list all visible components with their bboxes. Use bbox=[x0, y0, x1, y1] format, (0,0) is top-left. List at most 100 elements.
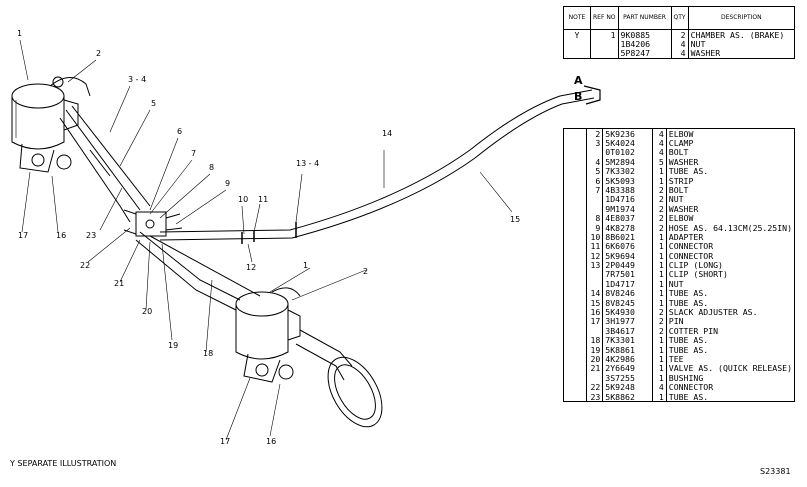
cell-desc: BOLT bbox=[665, 147, 796, 158]
cell-desc: CLIP (LONG) bbox=[665, 260, 796, 270]
tube-5-23 bbox=[59, 105, 151, 223]
cell-part: 7R7501 bbox=[602, 269, 653, 280]
cell-note bbox=[563, 232, 587, 242]
leader-lines bbox=[19, 39, 513, 441]
col-qty: QTY bbox=[670, 6, 689, 30]
callout-5: 5 bbox=[151, 99, 156, 108]
cell-ref: 20 bbox=[585, 354, 604, 364]
callout-8: 8 bbox=[209, 163, 214, 172]
cell-note bbox=[563, 138, 587, 148]
col-part-number: PART NUMBER bbox=[617, 6, 672, 30]
cell-ref: 11 bbox=[585, 241, 604, 252]
cell-note bbox=[563, 269, 587, 280]
callout-12: 12 bbox=[246, 263, 256, 272]
callout-1: 1 bbox=[17, 29, 22, 38]
cell-ref: 1 bbox=[590, 29, 619, 40]
cell-ref: 10 bbox=[585, 232, 604, 242]
cell-note bbox=[563, 39, 591, 49]
cell-desc: SLACK ADJUSTER AS. bbox=[665, 307, 796, 317]
cell-part: 0T0102 bbox=[602, 147, 653, 158]
cell-desc: WASHER bbox=[665, 204, 796, 214]
col-note: NOTE bbox=[563, 6, 591, 30]
cell-part: 4K2986 bbox=[602, 354, 653, 364]
cell-ref: 17 bbox=[585, 316, 604, 327]
cell-part: 1D4716 bbox=[602, 194, 653, 205]
cell-desc: TUBE AS. bbox=[665, 391, 796, 402]
drawing-id: S23381 bbox=[760, 467, 791, 476]
cell-part: 5P8247 bbox=[617, 48, 672, 59]
cell-qty: 1 bbox=[651, 335, 667, 345]
cell-part: 6K6076 bbox=[602, 241, 653, 252]
cell-ref bbox=[585, 279, 604, 289]
cell-qty: 4 bbox=[651, 128, 667, 139]
cell-ref: 4 bbox=[585, 157, 604, 167]
cell-ref bbox=[590, 48, 619, 59]
callout-17-lower: 17 bbox=[220, 437, 230, 446]
callout-16-lower: 16 bbox=[266, 437, 276, 446]
brake-chamber-upper bbox=[11, 76, 91, 173]
callout-21: 21 bbox=[114, 279, 124, 288]
cell-qty: 2 bbox=[651, 307, 667, 317]
cell-part: 7K3301 bbox=[602, 335, 653, 345]
callout-17: 17 bbox=[18, 231, 28, 240]
cell-desc: WASHER bbox=[687, 48, 796, 59]
cell-qty: 4 bbox=[651, 138, 667, 148]
cell-part: 5K9248 bbox=[602, 382, 653, 392]
cell-ref: 14 bbox=[585, 288, 604, 299]
cell-qty: 1 bbox=[651, 298, 667, 308]
cell-note bbox=[563, 279, 587, 289]
cell-note bbox=[563, 260, 587, 270]
tube-18-19 bbox=[135, 231, 261, 311]
cell-qty: 2 bbox=[651, 194, 667, 205]
callout-10: 10 bbox=[238, 195, 248, 204]
cell-part: 5K8861 bbox=[602, 344, 653, 355]
cell-qty: 1 bbox=[651, 166, 667, 176]
parts-header-table: NOTE REF NO PART NUMBER QTY DESCRIPTION … bbox=[563, 6, 796, 60]
callout-19: 19 bbox=[168, 341, 178, 350]
callout-3-4: 3 - 4 bbox=[128, 75, 146, 84]
cell-qty: 1 bbox=[651, 175, 667, 186]
cell-desc: TUBE AS. bbox=[665, 166, 796, 176]
cell-note bbox=[563, 222, 587, 233]
cell-part: 5K9236 bbox=[602, 128, 653, 139]
cell-part: 1D4717 bbox=[602, 279, 653, 289]
cell-qty: 1 bbox=[651, 354, 667, 364]
cell-qty: 1 bbox=[651, 251, 667, 261]
col-description: DESCRIPTION bbox=[687, 6, 796, 30]
cell-ref: 23 bbox=[585, 391, 604, 402]
cell-qty: 1 bbox=[651, 232, 667, 242]
cell-desc: ADAPTER bbox=[665, 232, 796, 242]
cell-qty: 1 bbox=[651, 260, 667, 270]
cell-note bbox=[563, 175, 587, 186]
cell-note bbox=[563, 391, 587, 402]
cell-part: 8B6021 bbox=[602, 232, 653, 242]
cell-desc: WASHER bbox=[665, 157, 796, 167]
callout-22: 22 bbox=[80, 261, 90, 270]
col-ref: REF NO bbox=[590, 6, 619, 30]
callout-18: 18 bbox=[203, 349, 213, 358]
cell-note bbox=[563, 48, 591, 59]
callout-20: 20 bbox=[142, 307, 152, 316]
cell-desc: TUBE AS. bbox=[665, 298, 796, 308]
cell-desc: CHAMBER AS. (BRAKE) bbox=[687, 29, 796, 40]
cell-desc: ELBOW bbox=[665, 213, 796, 223]
